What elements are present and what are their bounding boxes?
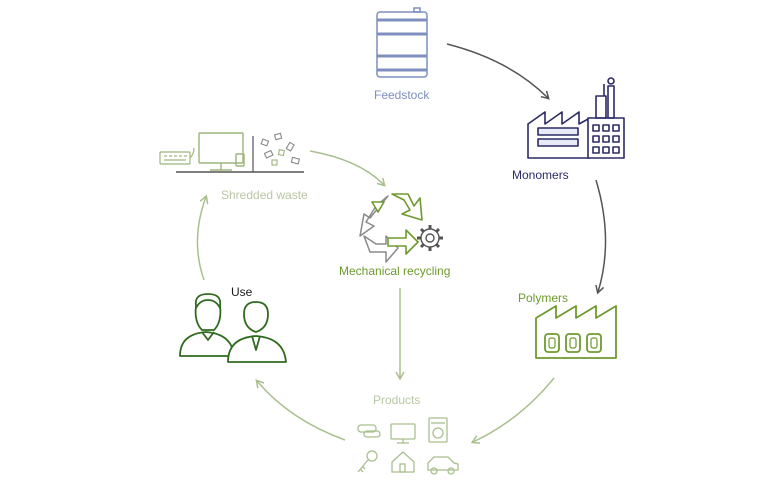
label-mechanical-recycling: Mechanical recycling [339,264,451,278]
label-shredded-waste: Shredded waste [221,188,308,202]
recycling-icon [359,193,423,263]
arrow-shredded-to-recycling [309,150,386,187]
arrow-monomers-to-polymers [595,179,607,295]
monitor-icon [198,132,245,171]
arrow-polymers-to-products [470,377,555,444]
car-icon [427,456,459,475]
factory-icon [527,77,625,159]
people-icon [179,293,287,363]
keyboard-icon [159,147,195,165]
label-feedstock: Feedstock [374,88,430,102]
products-icons [357,417,459,475]
gear-icon [417,225,443,251]
arrow-products-to-use [255,379,346,441]
shredded-pieces-icon [260,132,301,166]
arrow-use-to-shredded [196,194,209,281]
tv-icon [390,423,416,444]
tablet-devices-icon [357,424,381,438]
house-icon [391,451,415,473]
key-icon [357,450,378,473]
polymer-factory-icon [535,305,617,359]
arrow-feedstock-to-monomers [446,43,550,100]
label-products: Products [373,393,421,407]
label-monomers: Monomers [512,168,569,182]
barrel-icon [376,7,428,78]
label-polymers: Polymers [518,291,569,305]
label-use: Use [231,285,253,299]
washing-machine-icon [428,417,448,443]
